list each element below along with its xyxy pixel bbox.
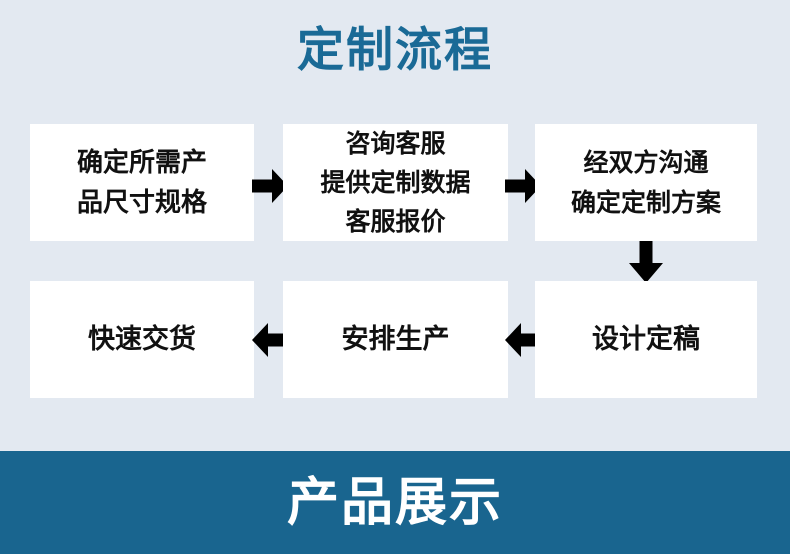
page-title: 定制流程 bbox=[297, 23, 493, 78]
flow-step-box-3: 经双方沟通 确定定制方案 bbox=[535, 124, 757, 241]
banner-title: 产品展示 bbox=[286, 472, 503, 533]
flow-step-4-line-1: 快速交货 bbox=[88, 323, 196, 355]
flow-step-box-1: 确定所需产 品尺寸规格 bbox=[30, 124, 254, 241]
flow-step-box-4: 快速交货 bbox=[30, 281, 254, 398]
flow-step-3-line-1: 经双方沟通 bbox=[583, 147, 709, 177]
arrow-left-icon-2 bbox=[252, 320, 288, 360]
flow-step-1-line-1: 确定所需产 bbox=[76, 147, 207, 178]
arrow-down-icon bbox=[626, 241, 666, 283]
arrow-right-icon-1 bbox=[252, 166, 288, 206]
product-showcase-banner: 产品展示 bbox=[0, 451, 790, 554]
flow-step-5-line-1: 安排生产 bbox=[341, 323, 450, 355]
flow-step-box-2: 咨询客服 提供定制数据 客服报价 bbox=[283, 124, 508, 241]
arrow-right-icon-2 bbox=[505, 166, 541, 206]
flow-step-1-line-2: 品尺寸规格 bbox=[76, 187, 207, 218]
flow-step-3-line-2: 确定定制方案 bbox=[570, 187, 721, 217]
flow-step-2-line-1: 咨询客服 bbox=[345, 129, 446, 158]
flow-step-6-line-1: 设计定稿 bbox=[592, 323, 700, 355]
flow-step-box-5: 安排生产 bbox=[283, 281, 508, 398]
flow-step-2-line-2: 提供定制数据 bbox=[320, 168, 471, 197]
flow-step-box-6: 设计定稿 bbox=[535, 281, 757, 398]
flow-step-2-line-3: 客服报价 bbox=[345, 207, 446, 236]
arrow-left-icon-1 bbox=[505, 320, 541, 360]
